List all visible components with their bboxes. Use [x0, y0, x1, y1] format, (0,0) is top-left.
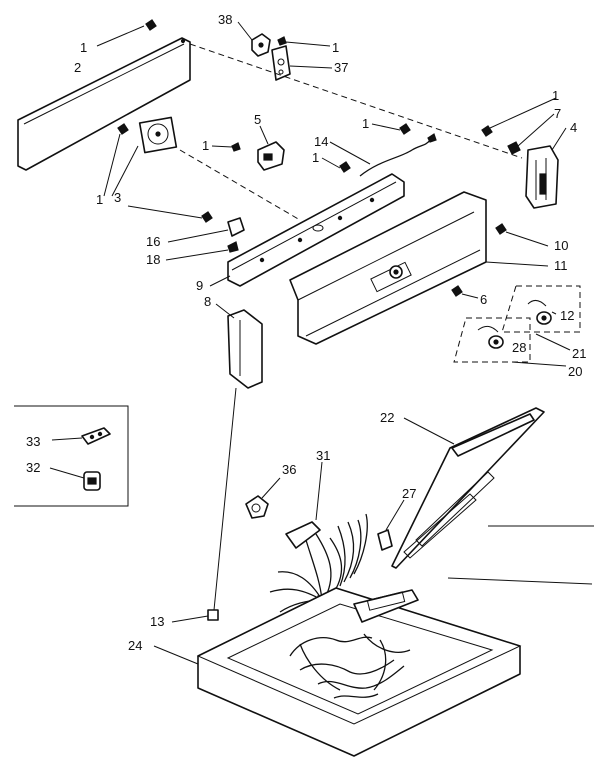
callout-33: 33	[26, 434, 40, 449]
part-7	[507, 113, 555, 155]
screw-1f	[481, 97, 557, 137]
leader-9	[209, 275, 231, 287]
callout-24: 24	[128, 638, 142, 653]
screw-1c	[211, 142, 241, 152]
bracket-38	[237, 21, 271, 57]
screw-1d	[371, 123, 411, 135]
knob-28-group	[453, 317, 531, 363]
callout-6: 6	[480, 292, 487, 307]
part-36	[245, 477, 281, 519]
part-27	[377, 499, 405, 551]
callout-28: 28	[512, 340, 526, 355]
wiring-harness-31	[269, 461, 368, 613]
console-panel-11	[289, 191, 549, 345]
part-16	[167, 217, 245, 243]
callout-22: 22	[380, 410, 394, 425]
callout-16: 16	[146, 234, 160, 249]
callout-3: 3	[114, 190, 121, 205]
callout-27: 27	[402, 486, 416, 501]
inset-box-33-32	[14, 405, 129, 507]
callout-18: 18	[146, 252, 160, 267]
callout-4: 4	[570, 120, 577, 135]
callout-13: 13	[150, 614, 164, 629]
switch-5	[257, 125, 285, 171]
callout-32: 32	[26, 460, 40, 475]
rear-trim-panel	[17, 37, 191, 171]
callout-9: 9	[196, 278, 203, 293]
screw-3	[103, 123, 129, 197]
callout-1d: 1	[362, 116, 369, 131]
callout-7: 7	[554, 106, 561, 121]
callout-12: 12	[560, 308, 574, 323]
callout-8: 8	[204, 294, 211, 309]
dryer-top-24	[153, 587, 522, 757]
callout-5: 5	[254, 112, 261, 127]
part-18	[165, 241, 239, 261]
part-13	[171, 609, 219, 623]
callout-38: 38	[218, 12, 232, 27]
callout-1b: 1	[332, 40, 339, 55]
callout-14: 14	[314, 134, 328, 149]
callout-37: 37	[334, 60, 348, 75]
leader-20	[511, 361, 567, 367]
screw-1b	[277, 36, 331, 47]
stray-line-2	[447, 577, 593, 585]
callout-31: 31	[316, 448, 330, 463]
callout-1c: 1	[202, 138, 209, 153]
control-bracket-9	[227, 173, 405, 287]
leader-21	[535, 333, 571, 351]
top-wiring	[289, 633, 411, 699]
screw-6	[451, 285, 479, 299]
end-cap-8	[215, 303, 263, 389]
callout-1g: 1	[96, 192, 103, 207]
callout-1e: 1	[312, 150, 319, 165]
knob-12-group	[501, 285, 581, 333]
alignment-line-2	[179, 149, 301, 221]
screw-10	[495, 223, 549, 247]
callout-labels: 1 2 38 1 37 5 1 14 1 1 1 7 4 1 3 16 18 9…	[26, 12, 586, 653]
wire-14	[329, 133, 437, 177]
callout-20: 20	[568, 364, 582, 379]
end-cap-guide-line	[213, 387, 237, 611]
alignment-line-1	[189, 43, 523, 159]
top-lid-22	[391, 407, 545, 569]
callout-1f: 1	[552, 88, 559, 103]
callout-1a: 1	[80, 40, 87, 55]
timer-3	[111, 116, 178, 197]
screw-1g	[127, 205, 213, 223]
screw-1a	[96, 19, 157, 47]
callout-36: 36	[282, 462, 296, 477]
callout-2: 2	[74, 60, 81, 75]
switch-37	[271, 45, 333, 81]
bracket-4	[525, 127, 567, 209]
screw-1e	[321, 157, 351, 173]
callout-11: 11	[554, 258, 568, 273]
callout-21: 21	[572, 346, 586, 361]
callout-10: 10	[554, 238, 568, 253]
